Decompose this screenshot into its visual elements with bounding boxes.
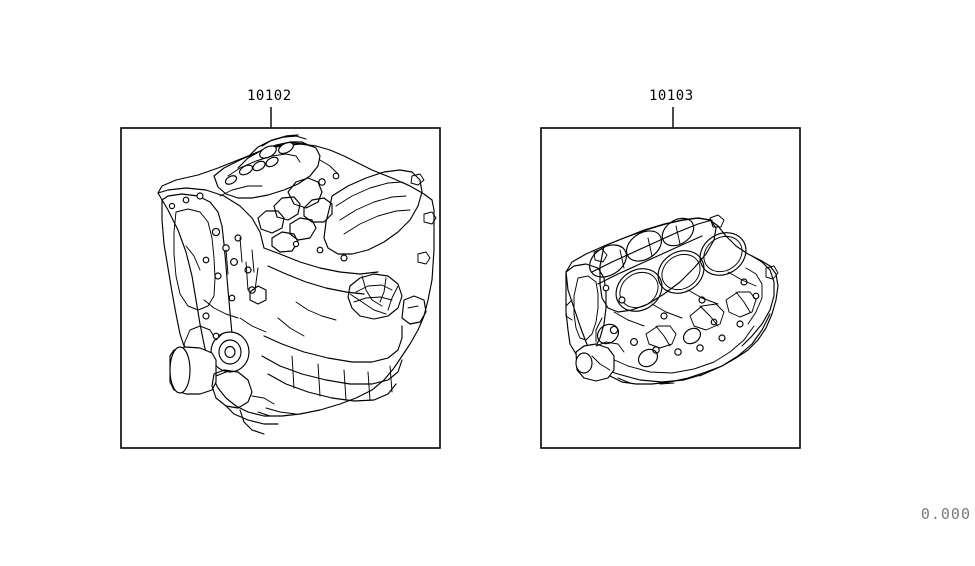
part-frame-10103 bbox=[540, 127, 801, 449]
part-number-label-10102: 10102 bbox=[247, 88, 292, 104]
cylinder-block-drawing bbox=[565, 214, 779, 385]
part-frame-10102 bbox=[120, 127, 441, 449]
corner-watermark: 0.000 bbox=[920, 505, 971, 523]
part-number-label-10103: 10103 bbox=[649, 88, 694, 104]
engine-assembly-drawing bbox=[157, 134, 437, 435]
